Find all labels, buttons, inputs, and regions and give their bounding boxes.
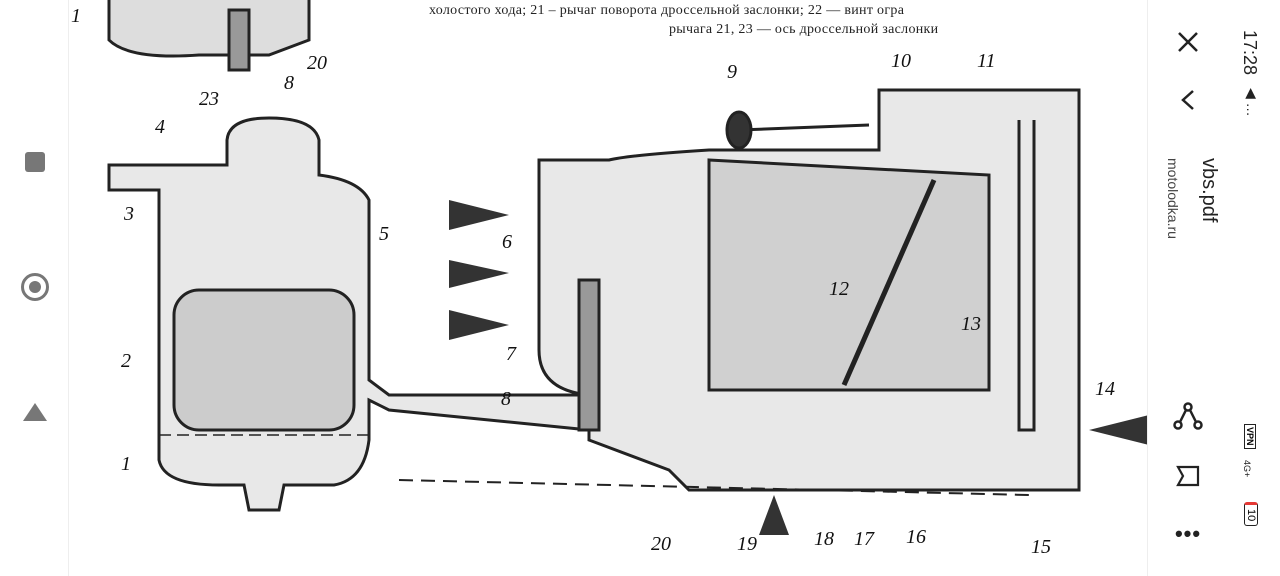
part-label: 17 [854,528,874,550]
back-button[interactable] [18,395,52,429]
share-button[interactable] [1170,398,1206,434]
part-label: 20 [307,52,327,74]
part-label: 8 [284,72,294,94]
part-label: 3 [124,203,134,225]
part-label: 6 [502,231,512,253]
carburetor-diagram [107,0,1147,535]
part-label: 19 [737,533,757,555]
circle-icon [21,273,49,301]
pdf-page[interactable]: холостого хода; 21 – рычаг поворота дрос… [68,0,1148,576]
part-label: 10 [891,50,911,72]
home-button[interactable] [18,270,52,304]
more-icon: ••• [1174,521,1202,546]
part-label: 20 [651,533,671,555]
document-source: motolodka.ru [1165,158,1181,239]
battery-indicator: 10 [1244,502,1258,527]
collapse-button[interactable] [1170,82,1206,118]
part-label: 1 [71,5,81,27]
status-time: 17:28 [1240,30,1260,76]
part-label: 4 [155,116,165,138]
part-label: 2 [121,350,131,372]
part-label: 1 [121,453,131,475]
part-label: 8 [501,388,511,410]
status-icons: ◀ … [1244,88,1260,117]
part-label: 14 [1095,378,1115,400]
vpn-indicator: VPN [1244,424,1256,449]
part-label: 13 [961,313,981,335]
bookmark-icon [1176,465,1200,487]
figure-caption-line-1: холостого хода; 21 – рычаг поворота дрос… [429,3,905,18]
figure-caption-line-2: рычага 21, 23 — ось дроссельной заслонки [669,22,939,37]
more-button[interactable]: ••• [1170,516,1206,552]
network-type: 4G+ [1242,460,1252,478]
document-title: vbs.pdf [1198,158,1220,223]
close-icon [1178,32,1198,52]
bookmark-button[interactable] [1170,458,1206,494]
part-label: 5 [379,223,389,245]
part-label: 7 [506,343,516,365]
part-label: 9 [727,61,737,83]
triangle-icon [23,403,47,421]
square-icon [25,152,45,172]
part-label: 15 [1031,536,1051,558]
part-label: 23 [199,88,219,110]
recents-button[interactable] [18,145,52,179]
close-button[interactable] [1170,24,1206,60]
part-label: 11 [977,50,996,72]
pdf-toolbar: vbs.pdf motolodka.ru ••• 17:28 ◀ … VPN 4… [1148,0,1280,576]
share-icon [1173,402,1203,430]
navigation-bar [0,0,68,576]
part-label: 18 [814,528,834,550]
part-label: 16 [906,526,926,548]
part-label: 12 [829,278,849,300]
chevron-icon [1181,90,1194,110]
